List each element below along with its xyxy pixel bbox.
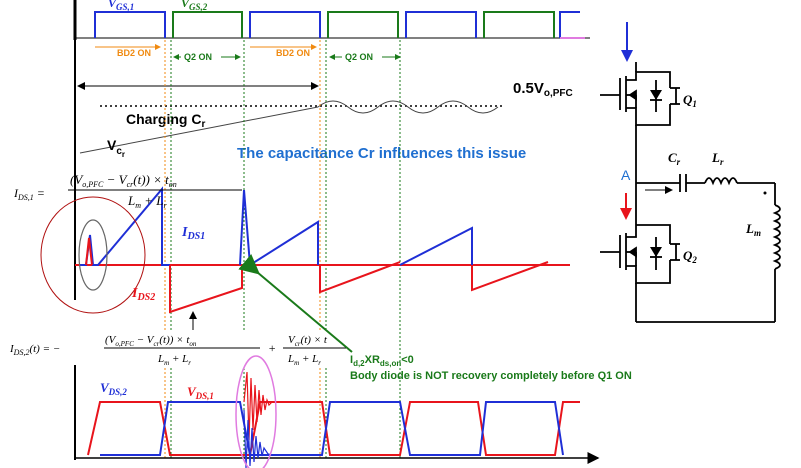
ids2-spike <box>85 237 93 266</box>
ids2-frac2-num: Vcr(t) × t <box>288 334 328 348</box>
q2-on-label-2: Q2 ON <box>345 52 373 62</box>
timing-guides <box>164 40 401 460</box>
q2-current-arrow-icon <box>620 208 632 220</box>
ids2-waveform-2 <box>319 261 401 294</box>
vcr-ramp <box>79 106 319 154</box>
ringing-highlight <box>235 355 277 468</box>
vds2-label: VDS,2 <box>100 380 127 397</box>
vgs1-pulse-1 <box>94 11 166 38</box>
annotation-line-2: Body diode is NOT recovery completely be… <box>350 370 632 382</box>
q2-body-arrow <box>628 246 637 258</box>
lm-dot <box>763 191 767 195</box>
vds1-waveform <box>100 401 564 456</box>
bd2-on-label-1: BD2 ON <box>117 48 151 58</box>
q2-mosfet <box>600 205 680 284</box>
ids2-frac1-den: Lm + Lr <box>157 353 191 367</box>
q1-body-arrow <box>628 89 637 101</box>
ids2-waveform-1 <box>169 265 243 314</box>
vgs2-label: VGS,2 <box>181 0 208 12</box>
vgs1-label: VGS,1 <box>108 0 134 12</box>
q2-on-1-bg <box>181 51 221 62</box>
ids1-label: IDS1 <box>181 225 205 242</box>
node-a-label: A <box>621 167 631 183</box>
gate-signals: VGS,1 VGS,2 <box>73 0 590 40</box>
q1-label: Q1 <box>683 92 697 109</box>
vgs2-pulse-3 <box>483 11 555 38</box>
lr-label: Lr <box>711 150 724 167</box>
ids1-equation: IDS,1 = (Vo,PFC − Vcr(t)) × ton Lm + Lr <box>13 172 242 210</box>
cr-label: Cr <box>668 150 681 167</box>
lm-label: Lm <box>745 221 761 238</box>
q1-drain <box>626 71 671 88</box>
vcr-label: Vcr <box>107 137 125 159</box>
vds2-ringing <box>243 409 273 468</box>
q1-mosfet <box>600 71 680 126</box>
body-diode-annotation: Id,2XRds,on<0 Body diode is NOT recovery… <box>238 254 632 382</box>
ids2-frac1-num: (Vo,PFC − Vcr(t)) × ton <box>105 334 197 348</box>
ids2-waveform-3 <box>471 261 549 292</box>
vgs1-pulse-4 <box>559 11 580 38</box>
q2-on-2-bg <box>342 51 382 62</box>
vcr-ripple <box>317 100 499 114</box>
q1-source <box>626 104 671 126</box>
ids2-plus: + <box>268 341 276 355</box>
half-bridge-circuit <box>600 62 781 323</box>
q1-current-arrow-icon <box>621 50 633 62</box>
vo-pfc-label: 0.5Vo,PFC <box>513 80 573 99</box>
ids1-waveform-2 <box>239 189 319 267</box>
lr-coil <box>704 177 738 186</box>
ids1-eq-numerator: (Vo,PFC − Vcr(t)) × ton <box>70 172 177 189</box>
vgs2-pulse-1 <box>172 11 243 38</box>
q2-on-label-1: Q2 ON <box>184 52 212 62</box>
annotation-line-1: Id,2XRds,on<0 <box>350 354 414 368</box>
vcr-section: 0.5Vo,PFC Charging Cr Vcr The capacitanc… <box>74 40 573 162</box>
highlight-circle-red <box>40 196 146 314</box>
vds1-ringing <box>243 371 273 441</box>
lm-coil <box>772 204 781 270</box>
capacitance-headline: The capacitance Cr influences this issue <box>237 145 526 162</box>
vgs1-pulse-3 <box>405 11 477 38</box>
bd2-on-label-2: BD2 ON <box>276 48 310 58</box>
charging-cr-label: Charging Cr <box>126 111 205 130</box>
vds-section: VDS,2 VDS,1 <box>74 355 600 468</box>
annotation-arrow <box>238 254 353 353</box>
q2-source <box>626 260 671 284</box>
ids2-frac2-den: Lm + Lr <box>287 353 321 367</box>
timing-labels: BD2 ON Q2 ON BD2 ON Q2 ON <box>95 44 401 62</box>
q2-label: Q2 <box>683 248 697 265</box>
vds2-waveform <box>87 401 580 456</box>
highlight-oval-grey <box>78 219 108 291</box>
ids1-eq-lhs: IDS,1 = <box>13 186 45 202</box>
q2-drain <box>626 205 671 244</box>
ids1-waveform-3 <box>399 226 473 266</box>
ids2-equation: IDS,2(t) = − (Vo,PFC − Vcr(t)) × ton Lm … <box>8 330 368 367</box>
vds1-label: VDS,1 <box>187 384 214 401</box>
ids2-eq-lhs: IDS,2(t) = − <box>9 343 60 357</box>
ids1-eq-denominator: Lm + Lr <box>127 193 168 210</box>
vgs1-pulse-2 <box>249 11 321 38</box>
ids2-label: IDS2 <box>131 286 155 303</box>
vgs2-pulse-2 <box>327 11 399 38</box>
